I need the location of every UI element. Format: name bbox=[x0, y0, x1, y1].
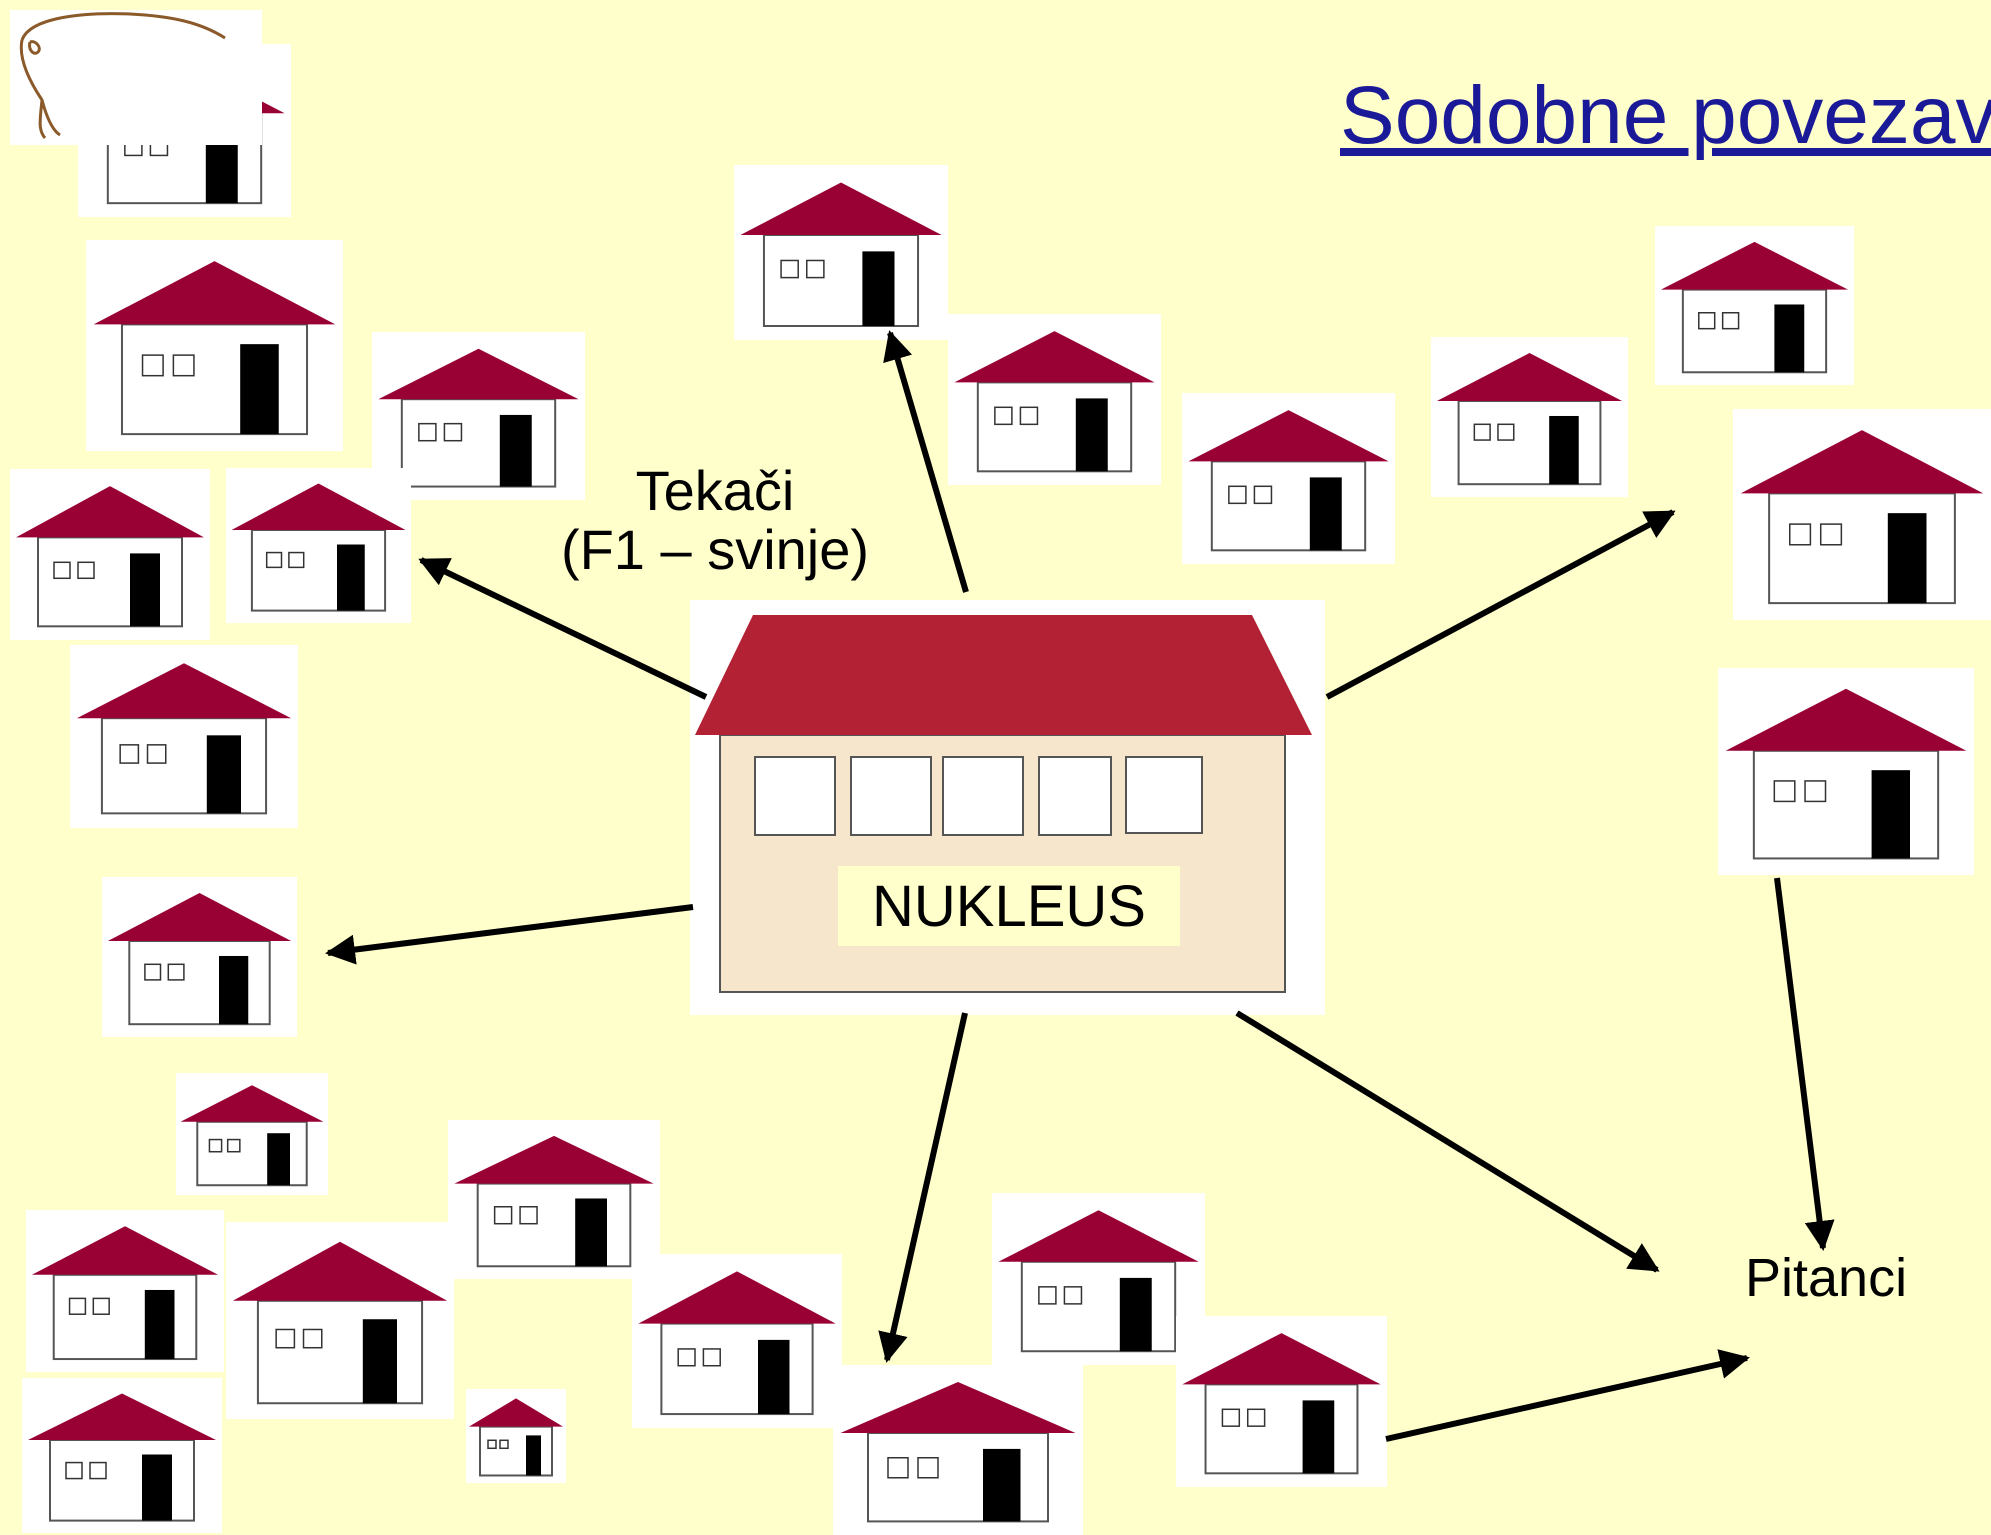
house-icon bbox=[10, 469, 210, 640]
pig-icon bbox=[10, 10, 262, 145]
fatteners-label: Pitanci bbox=[1745, 1248, 1908, 1308]
house-icon bbox=[948, 314, 1161, 485]
nucleus-window bbox=[1038, 756, 1112, 836]
house-icon bbox=[833, 1365, 1083, 1535]
house-icon bbox=[1655, 226, 1854, 385]
house-icon bbox=[372, 332, 585, 500]
house-icon bbox=[1733, 409, 1991, 620]
house-icon bbox=[632, 1254, 842, 1428]
runners-label-line1: Tekači bbox=[635, 459, 795, 522]
nucleus-window bbox=[942, 756, 1024, 836]
house-icon bbox=[992, 1193, 1205, 1365]
house-icon bbox=[226, 468, 411, 623]
house-icon bbox=[1718, 668, 1974, 875]
house-icon bbox=[1176, 1316, 1387, 1487]
house-icon bbox=[466, 1389, 566, 1483]
arrow-icon bbox=[1235, 1010, 1660, 1273]
house-icon bbox=[1431, 337, 1628, 497]
arrow-icon bbox=[1385, 1349, 1750, 1442]
runners-label: Tekači (F1 – svinje) bbox=[520, 459, 910, 581]
house-icon bbox=[70, 645, 298, 828]
nucleus-window bbox=[754, 756, 836, 836]
arrow-icon bbox=[418, 557, 708, 700]
arrow-icon bbox=[878, 1012, 968, 1363]
house-icon bbox=[226, 1222, 454, 1419]
house-icon bbox=[1182, 393, 1395, 564]
house-icon bbox=[22, 1378, 222, 1533]
nucleus-window bbox=[1125, 756, 1203, 834]
house-icon bbox=[86, 240, 343, 451]
arrow-icon bbox=[1325, 509, 1676, 700]
arrow-icon bbox=[1774, 877, 1835, 1251]
page-title[interactable]: Sodobne povezav bbox=[1340, 70, 1991, 161]
runners-label-line2: (F1 – svinje) bbox=[560, 517, 870, 581]
nucleus-window bbox=[850, 756, 932, 836]
nucleus-label: NUKLEUS bbox=[838, 866, 1180, 946]
house-icon bbox=[448, 1120, 660, 1279]
nucleus-building-icon bbox=[690, 600, 1325, 1015]
house-icon bbox=[734, 165, 948, 340]
farm-houses bbox=[10, 44, 1991, 1535]
arrow-icon bbox=[325, 904, 694, 965]
house-icon bbox=[176, 1073, 328, 1195]
arrow-icon bbox=[883, 330, 969, 593]
house-icon bbox=[26, 1210, 224, 1372]
arrows bbox=[325, 330, 1835, 1442]
house-icon bbox=[102, 877, 297, 1037]
